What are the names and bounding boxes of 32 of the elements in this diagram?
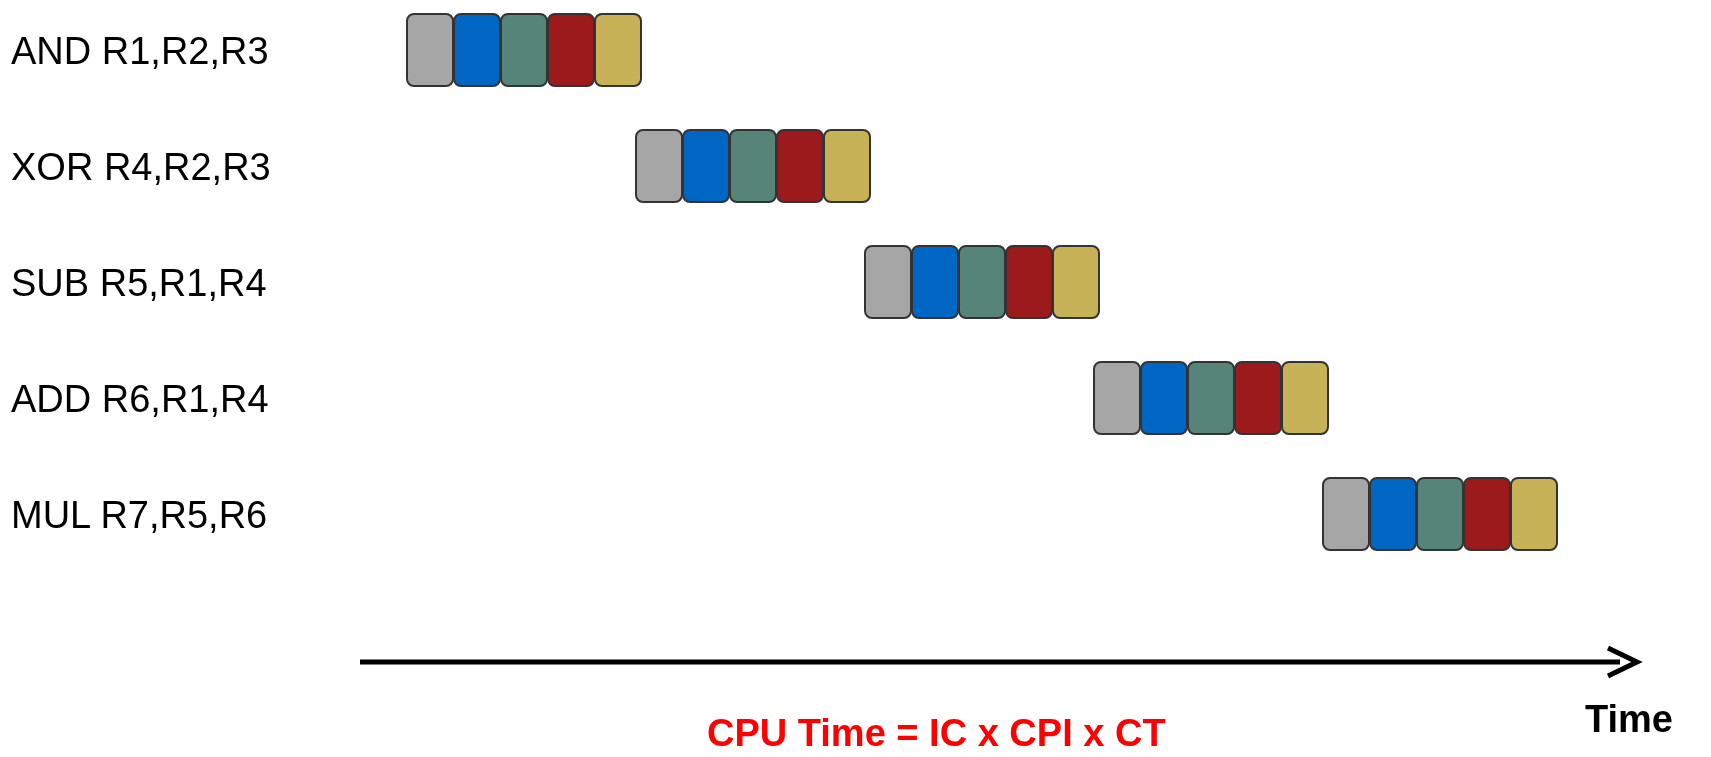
instruction-label: MUL R7,R5,R6 [11,496,268,534]
pipeline-stage-box [682,129,730,203]
pipeline-stage-box [1510,477,1558,551]
formula-text: CPU Time = IC x CPI x CT [707,714,1166,752]
pipeline-stage-box [1322,477,1370,551]
pipeline-stage-box [776,129,824,203]
pipeline-stage-box [1093,361,1141,435]
instruction-label: AND R1,R2,R3 [11,32,269,70]
instruction-label: SUB R5,R1,R4 [11,264,267,302]
pipeline-stage-box [1281,361,1329,435]
axis-label: Time [1585,700,1673,738]
pipeline-stage-box [1187,361,1235,435]
instruction-label: ADD R6,R1,R4 [11,380,269,418]
pipeline-stage-box [1416,477,1464,551]
pipeline-stage-box [500,13,548,87]
pipeline-stage-box [594,13,642,87]
pipeline-stage-box [1005,245,1053,319]
pipeline-stage-box [823,129,871,203]
pipeline-stage-box [547,13,595,87]
instruction-label: XOR R4,R2,R3 [11,148,271,186]
pipeline-stage-box [406,13,454,87]
pipeline-stage-box [729,129,777,203]
pipeline-stage-box [1140,361,1188,435]
pipeline-stage-box [1234,361,1282,435]
pipeline-stage-box [958,245,1006,319]
pipeline-stage-box [1369,477,1417,551]
pipeline-stage-box [453,13,501,87]
pipeline-stage-box [1463,477,1511,551]
pipeline-stage-box [1052,245,1100,319]
pipeline-stage-box [864,245,912,319]
pipeline-stage-box [911,245,959,319]
pipeline-stage-box [635,129,683,203]
